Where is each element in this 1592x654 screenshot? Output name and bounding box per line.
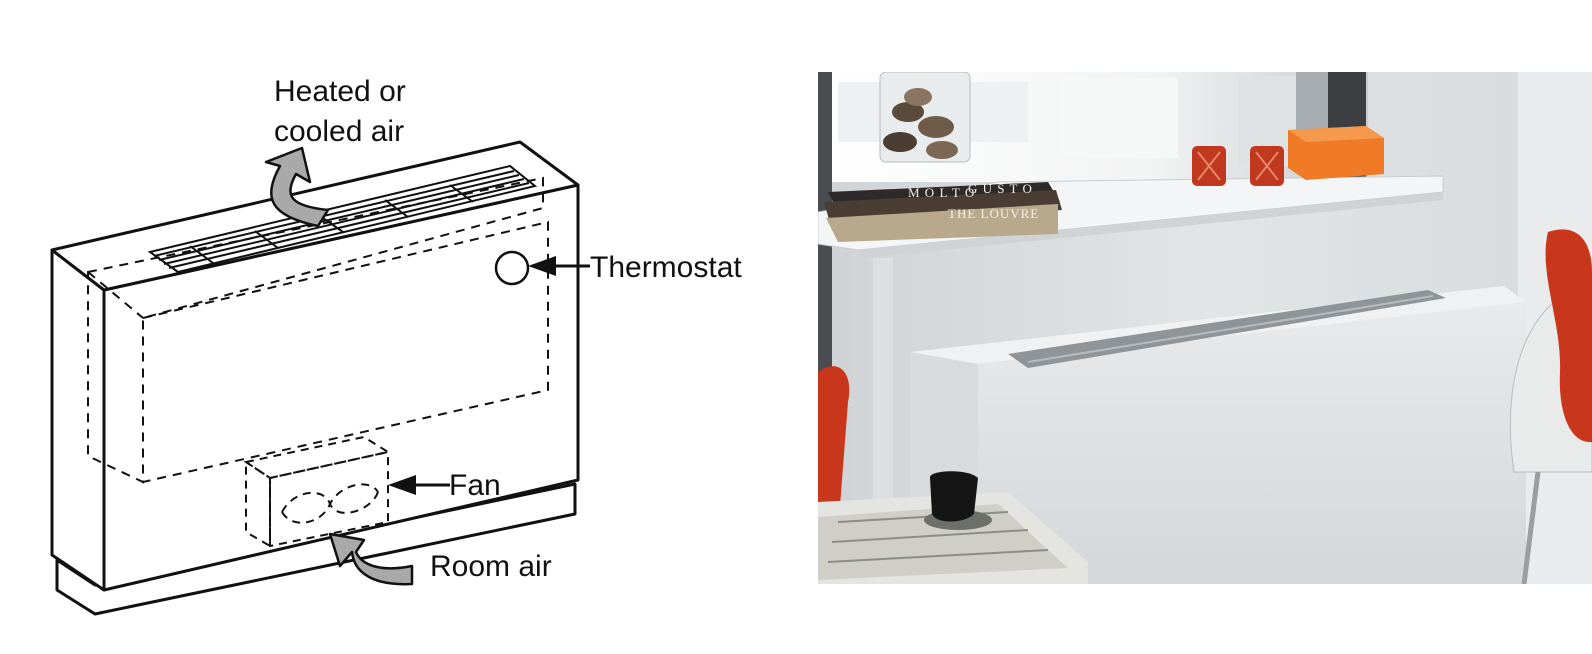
room-air-label: Room air (430, 550, 552, 583)
air-out-label-line2: cooled air (274, 115, 404, 148)
book-spine-3: THE LOUVRE (948, 206, 1039, 221)
thermostat-label: Thermostat (590, 251, 742, 284)
black-cup (930, 471, 978, 521)
thermostat-icon (496, 252, 528, 284)
orange-box (1288, 126, 1384, 180)
fan-coil-diagram: Heated or cooled air Thermostat Fan Room… (0, 0, 790, 654)
air-out-label-line1: Heated or (274, 75, 406, 108)
book-spine-1: M O L T O (908, 185, 975, 200)
unit-photo: M O L T O G U S T O THE LOUVRE (818, 72, 1592, 584)
book-spine-2: G U S T O (968, 181, 1033, 196)
stone-jar (880, 72, 970, 162)
fan-label: Fan (449, 469, 501, 502)
